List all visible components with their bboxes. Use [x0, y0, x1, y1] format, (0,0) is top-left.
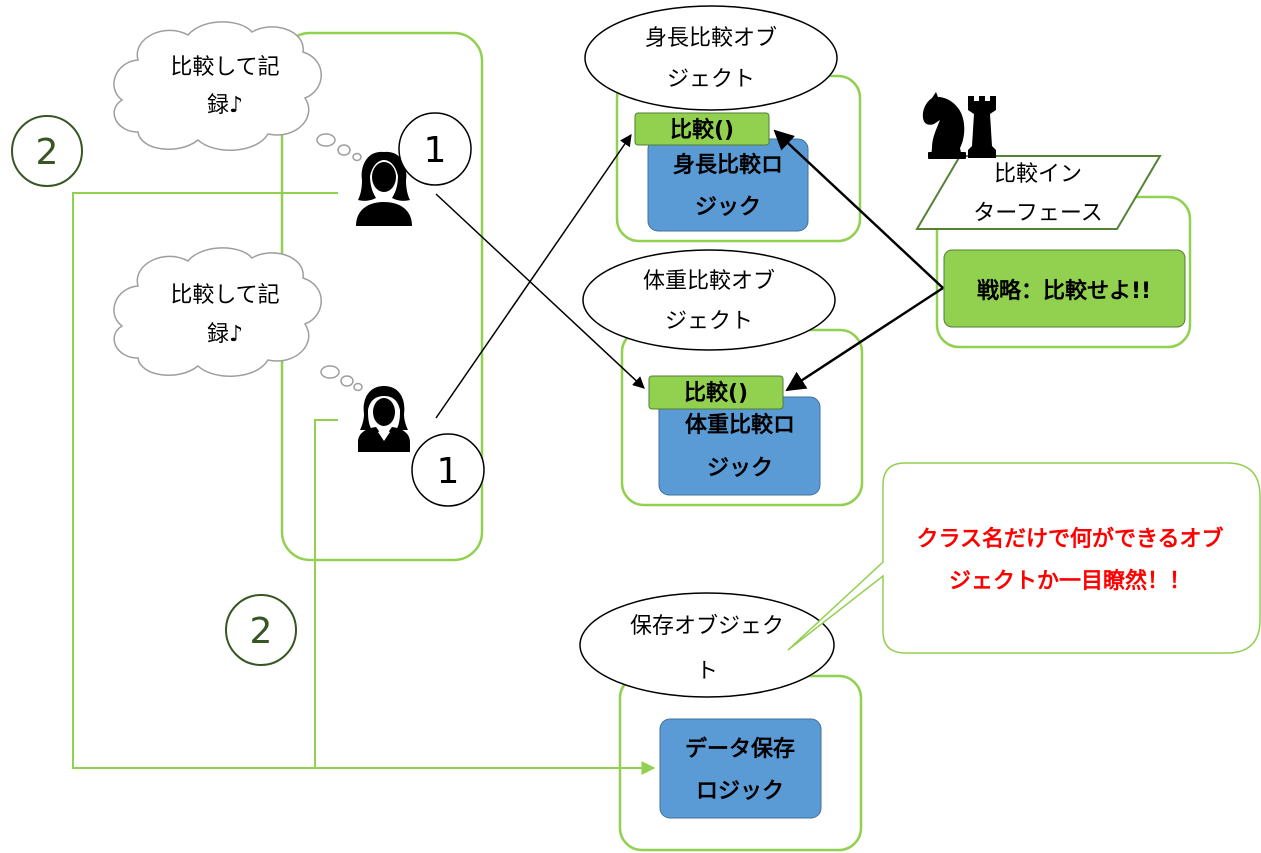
height-object-title-ellipse	[584, 5, 838, 111]
strategy-label: 戦略：比較せよ!!	[977, 278, 1151, 304]
save-connector-lines	[72, 192, 656, 775]
save-object-title-line2: ト	[696, 659, 718, 684]
interface-title-parallelogram	[915, 155, 1162, 230]
weight-object-title-line1: 体重比較オブ	[643, 269, 775, 294]
marker-one-lower-label: 1	[437, 451, 460, 492]
callout-line2: ジェクトか一目瞭然！！	[949, 568, 1191, 594]
marker-one-upper: 1	[398, 112, 472, 186]
weight-compare-method-label: 比較()	[684, 380, 748, 406]
bubble-upper-line1: 比較して記	[170, 55, 279, 80]
height-object-title-line1: 身長比較オブ	[645, 26, 777, 51]
interface-title-line2: ターフェース	[973, 201, 1103, 226]
height-object-title-line2: ジェクト	[667, 67, 755, 92]
marker-two-left: 2	[11, 115, 83, 187]
woman-icon	[356, 151, 412, 226]
interface-arrows	[773, 129, 944, 392]
save-object-title-ellipse	[579, 592, 835, 698]
save-logic-line1: データ保存	[685, 736, 795, 762]
thought-bubble-upper: 比較して記 録♪	[113, 21, 362, 162]
chess-rook-icon	[968, 96, 996, 158]
person-icon	[358, 386, 410, 452]
marker-two-left-label: 2	[36, 132, 59, 173]
marker-two-mid-label: 2	[250, 611, 273, 652]
height-logic-line2: ジック	[695, 195, 761, 220]
strategy-box[interactable]	[943, 249, 1186, 328]
weight-object-title-line2: ジェクト	[665, 309, 753, 334]
callout-bubble: クラス名だけで何ができるオブ ジェクトか一目瞭然！！	[787, 462, 1261, 654]
save-logic-box	[659, 718, 822, 819]
weight-logic-line1: 体重比較ロ	[685, 412, 795, 438]
thought-bubble-lower: 比較して記 録♪	[113, 247, 363, 392]
bubble-lower-line2: 録♪	[207, 322, 243, 347]
height-compare-method[interactable]	[634, 112, 770, 146]
marker-one-upper-label: 1	[424, 130, 447, 171]
save-object-title-line1: 保存オブジェク	[630, 614, 784, 639]
weight-compare-method[interactable]	[648, 375, 784, 410]
save-logic-line2: ロジック	[696, 779, 784, 804]
interface-title-line1: 比較イン	[994, 162, 1082, 187]
height-compare-method-label: 比較()	[670, 117, 734, 143]
bubble-upper-line2: 録♪	[207, 93, 243, 118]
weight-logic-line2: ジック	[707, 456, 773, 481]
callout-line1: クラス名だけで何ができるオブ	[916, 526, 1223, 552]
marker-two-mid: 2	[225, 594, 297, 666]
marker-one-lower: 1	[411, 433, 485, 507]
call-arrows	[435, 134, 645, 419]
bubble-lower-line1: 比較して記	[170, 283, 279, 308]
weight-object-title-ellipse	[582, 249, 836, 351]
height-logic-line1: 身長比較ロ	[673, 152, 783, 178]
chess-knight-icon	[922, 92, 966, 159]
